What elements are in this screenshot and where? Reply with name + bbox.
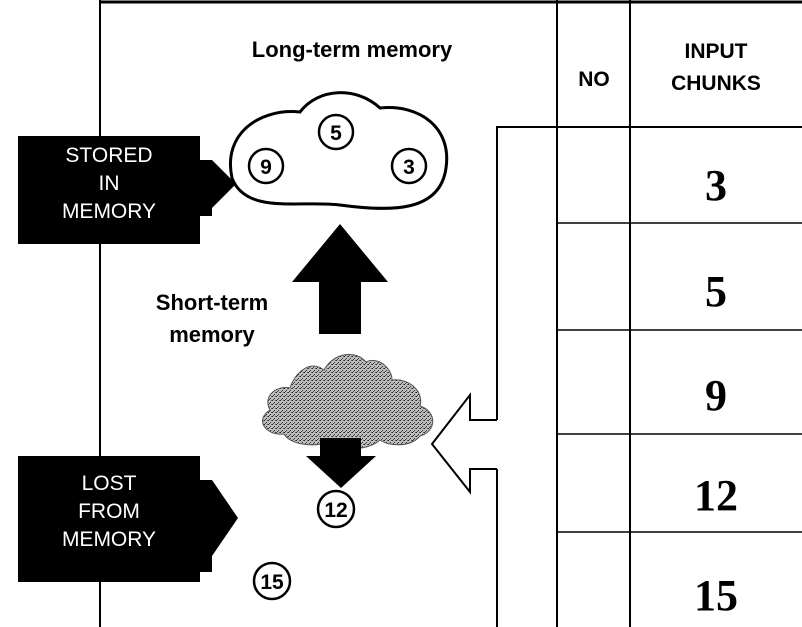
lost-pointer-arrow xyxy=(200,463,238,572)
input-bracket xyxy=(496,126,802,627)
input-chunk-value: 3 xyxy=(705,161,727,210)
chunk-label-5: 5 xyxy=(330,122,342,145)
short-term-label-line1: Short-term xyxy=(156,290,268,315)
chunk-label-9: 9 xyxy=(260,156,272,179)
chunk-label-12: 12 xyxy=(324,499,347,522)
chunk-circle-12 xyxy=(316,489,356,529)
input-arrow xyxy=(430,392,497,495)
long-term-memory-title: Long-term memory xyxy=(252,37,453,62)
stored-box-line: STORED xyxy=(65,144,153,167)
lost-box-line: MEMORY xyxy=(61,528,157,551)
column-header-no: NO xyxy=(578,68,610,91)
stored-pointer-arrow xyxy=(200,145,236,216)
stored-in-memory-box: STORED IN MEMORY xyxy=(18,136,200,244)
stored-box-line: MEMORY xyxy=(61,200,157,223)
lost-box-line: LOST xyxy=(81,472,137,495)
long-term-memory-shape xyxy=(229,91,449,210)
chunk-label-3: 3 xyxy=(403,156,415,179)
short-term-label-line2: memory xyxy=(169,322,255,347)
chunk-circle-9 xyxy=(247,147,285,185)
chunk-circle-15 xyxy=(252,561,292,601)
chunk-circle-3 xyxy=(390,147,428,185)
input-chunk-value: 12 xyxy=(694,471,738,520)
input-chunk-value: 15 xyxy=(694,571,738,620)
chunk-circle-5 xyxy=(317,113,355,151)
lost-box-line: FROM xyxy=(78,500,140,523)
stored-box-line: IN xyxy=(98,172,120,195)
short-term-memory-cloud xyxy=(262,354,434,449)
column-header-input-line2: CHUNKS xyxy=(671,72,761,95)
down-arrow xyxy=(306,438,376,488)
up-arrow xyxy=(292,224,388,334)
input-chunk-value: 9 xyxy=(705,371,727,420)
chunk-label-15: 15 xyxy=(260,571,284,594)
column-header-input-line1: INPUT xyxy=(685,40,748,63)
input-chunk-value: 5 xyxy=(705,267,727,316)
lost-from-memory-box: LOST FROM MEMORY xyxy=(18,456,200,582)
